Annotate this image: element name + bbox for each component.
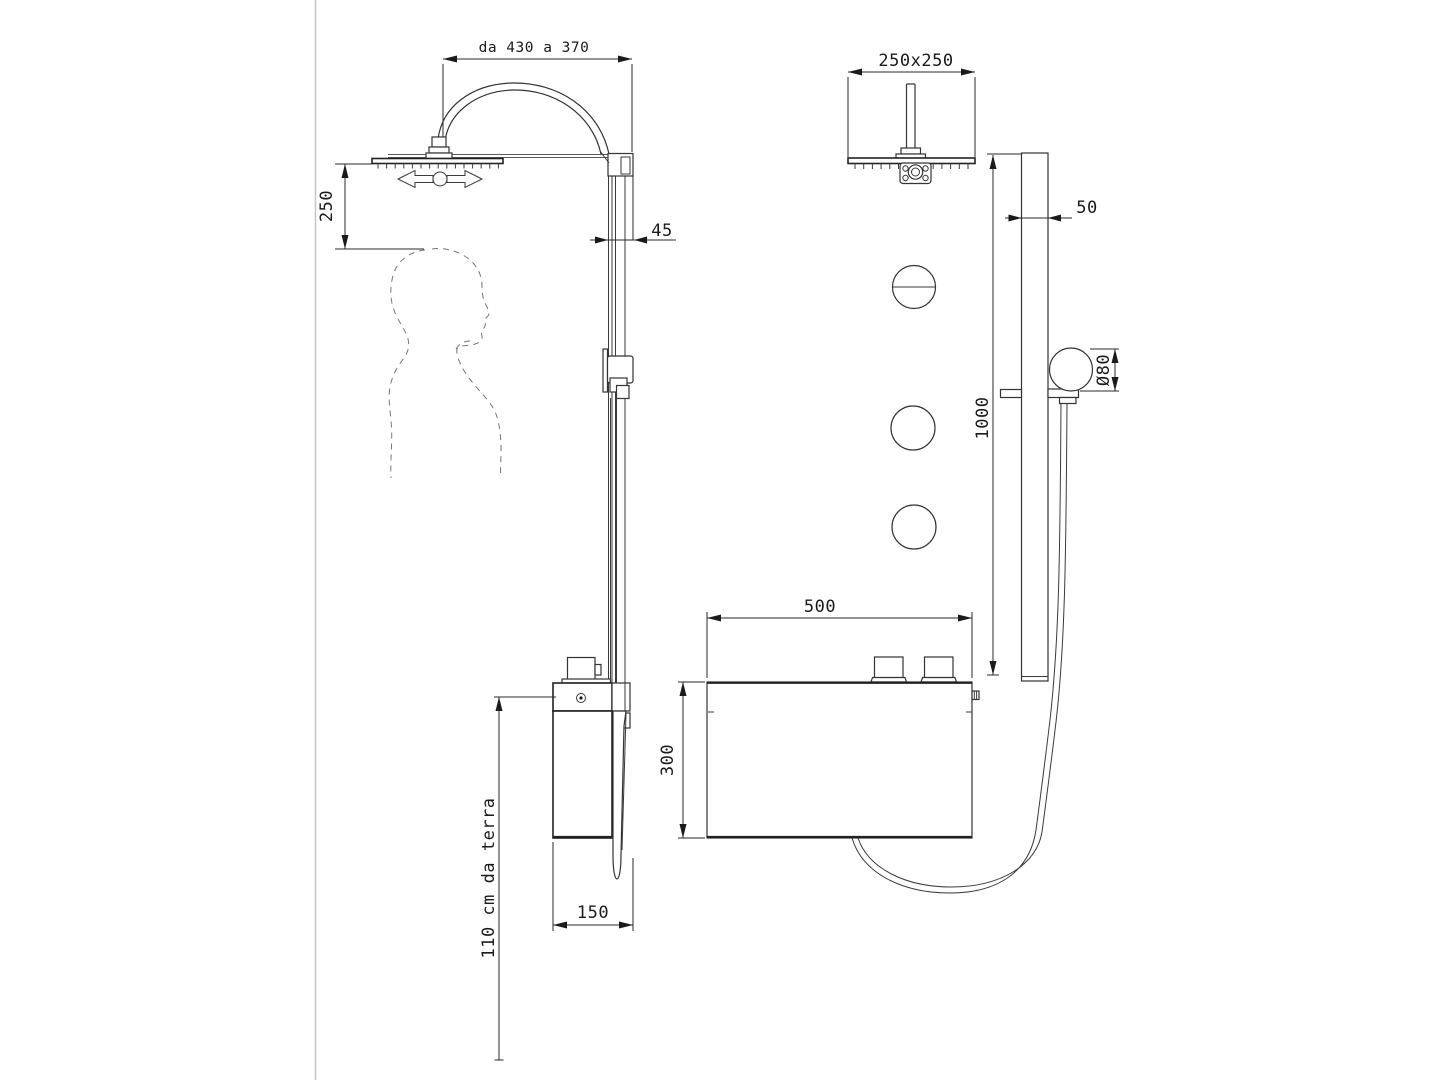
control-knob-middle — [890, 405, 936, 451]
dim-label-handshower-diameter: Ø80 — [1094, 354, 1114, 386]
screw-icon — [576, 693, 586, 703]
shower-column-side — [599, 150, 634, 683]
overhead-shower-head-front — [847, 157, 976, 185]
slide-rail-front — [1020, 152, 1049, 682]
dimension-head-size: 250x250 — [847, 51, 976, 157]
dimension-head-to-user: 250 — [317, 163, 424, 250]
rail-slider — [999, 388, 1023, 399]
handshower-wand-side — [612, 710, 631, 880]
dimension-floor-height: 110 cm da terra — [479, 696, 556, 1061]
handshower-front — [999, 347, 1094, 405]
nozzle-ticks-front — [854, 163, 969, 169]
dim-label-unit-height: 300 — [658, 744, 678, 776]
handshower-head — [1048, 347, 1094, 392]
overhead-support-bar — [388, 154, 632, 158]
unit-knob-right — [923, 656, 954, 679]
dim-label-rail-length: 1000 — [973, 397, 993, 440]
control-unit-side — [552, 656, 631, 839]
dimension-arm-range: da 430 a 370 — [442, 40, 633, 152]
dim-label-arm-range: da 430 a 370 — [479, 40, 590, 56]
shower-head-stem-side — [425, 136, 453, 160]
dimension-rail-width: 50 — [1005, 198, 1097, 222]
handshower-holder-side — [602, 348, 634, 400]
dimension-unit-height: 300 — [658, 681, 705, 839]
dim-label-head-to-user: 250 — [317, 190, 337, 222]
side-view: da 430 a 370 — [317, 40, 676, 1061]
dim-label-head-size: 250x250 — [878, 51, 953, 71]
person-silhouette — [388, 248, 502, 479]
unit-body-front — [706, 681, 973, 839]
control-unit-front — [706, 656, 980, 839]
dimension-rail-length: 1000 — [973, 153, 1021, 676]
dim-label-rail-width: 50 — [1076, 198, 1097, 218]
front-view: 250x250 — [658, 51, 1119, 894]
overhead-shower-head-side — [371, 157, 504, 169]
dim-label-unit-width: 500 — [804, 597, 836, 617]
shower-arm-arc — [437, 82, 610, 155]
slide-adjust-arrows-icon — [396, 169, 484, 189]
ceiling-mount-bracket — [899, 162, 932, 185]
dimension-unit-depth: 150 — [552, 842, 634, 931]
nozzle-ticks-side — [377, 163, 499, 169]
dim-label-unit-depth: 150 — [577, 903, 609, 923]
unit-knob-side — [566, 656, 596, 681]
diverter-knob — [891, 264, 937, 310]
dim-label-floor-height: 110 cm da terra — [479, 797, 499, 958]
handshower-hose-side — [610, 398, 617, 711]
dimension-column-depth: 45 — [590, 176, 676, 244]
control-knob-lower — [891, 504, 937, 550]
unit-top-band-side — [552, 682, 613, 712]
handshower-hose-front — [851, 403, 1068, 894]
dimension-handshower-diameter: Ø80 — [1080, 348, 1119, 392]
hose-connector — [971, 690, 980, 701]
dimension-unit-width: 500 — [706, 597, 973, 678]
shower-head-stem-front — [895, 83, 927, 161]
unit-body-side — [552, 710, 613, 839]
unit-knob-left — [873, 656, 904, 679]
dim-label-column-depth: 45 — [651, 221, 672, 241]
